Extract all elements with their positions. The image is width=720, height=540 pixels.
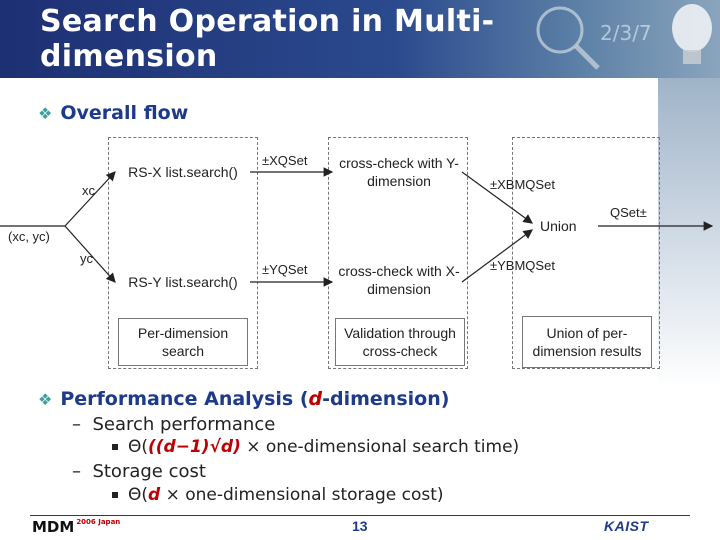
storage-cost-item: – Storage cost <box>72 461 206 482</box>
rs-x-search-box: RS-X list.search() <box>128 164 238 180</box>
union-label: Union <box>540 218 577 234</box>
cross-check-x-box: cross-check with X-dimension <box>338 263 460 297</box>
validation-group <box>328 137 468 369</box>
union-results-box: Union of per-dimension results <box>522 316 652 368</box>
diamond-bullet-icon: ❖ <box>38 390 53 409</box>
search-performance-item: – Search performance <box>72 414 276 435</box>
xbmqset-label: ±XBMQSet <box>490 177 555 192</box>
title-banner: Search Operation in Multi-dimension 2/3/… <box>0 0 720 78</box>
square-bullet-icon <box>112 492 118 498</box>
diamond-bullet-icon: ❖ <box>38 104 53 123</box>
svg-text:2/3/7: 2/3/7 <box>600 21 652 45</box>
per-dimension-group <box>108 137 258 369</box>
decorative-side-strip <box>658 78 720 388</box>
input-coordinate-label: (xc, yc) <box>8 229 50 244</box>
xc-label: xc <box>82 183 95 198</box>
cross-check-y-box: cross-check with Y-dimension <box>339 155 459 189</box>
square-bullet-icon <box>112 444 118 450</box>
storage-formula: Θ(d × one-dimensional storage cost) <box>112 485 444 505</box>
kaist-logo: KAIST <box>604 518 649 534</box>
xqset-label: ±XQSet <box>262 153 308 168</box>
overall-flow-heading: ❖Overall flow <box>38 102 189 124</box>
search-formula: Θ(((d−1)√d) × one-dimensional search tim… <box>112 437 519 457</box>
performance-heading: ❖Performance Analysis (d-dimension) <box>38 388 450 410</box>
footer-divider <box>30 515 690 516</box>
ybmqset-label: ±YBMQSet <box>490 258 555 273</box>
yqset-label: ±YQSet <box>262 262 308 277</box>
union-group <box>512 137 660 369</box>
slide-title: Search Operation in Multi-dimension <box>40 4 495 74</box>
lightbulb-art-icon: 2/3/7 <box>536 4 712 70</box>
yc-label: yc <box>80 251 93 266</box>
per-dimension-search-box: Per-dimension search <box>118 318 248 366</box>
validation-box: Validation through cross-check <box>335 318 465 366</box>
rs-y-search-box: RS-Y list.search() <box>128 274 238 290</box>
qset-label: QSet± <box>610 205 647 220</box>
page-number: 13 <box>352 518 368 534</box>
